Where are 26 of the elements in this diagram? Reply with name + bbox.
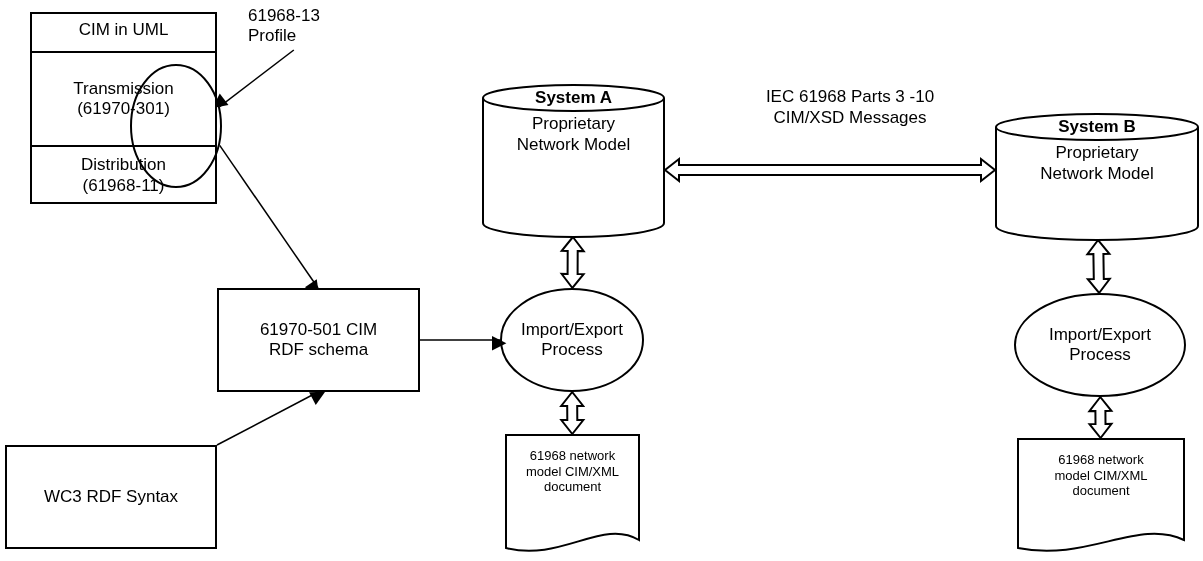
- node-label: CIM in UML: [78, 20, 169, 41]
- node-label: Proprietary Network Model: [515, 114, 632, 156]
- node-label: Import/Export Process: [519, 319, 624, 361]
- process-box: [5, 445, 217, 549]
- double-arrow: [559, 390, 586, 436]
- process-ellipse: [500, 288, 644, 392]
- node-label: 61968 network model CIM/XML document: [1053, 452, 1149, 499]
- database-cylinder: [482, 84, 665, 237]
- system-title: System B: [1058, 117, 1136, 138]
- double-arrow: [1087, 395, 1114, 440]
- node-label: 61970-501 CIM RDF schema: [258, 319, 379, 361]
- system-title: System A: [535, 88, 612, 109]
- process-ellipse: [1014, 293, 1186, 397]
- double-arrow: [559, 235, 586, 290]
- process-box: [217, 288, 420, 392]
- node-label: 61968 network model CIM/XML document: [524, 448, 621, 495]
- node-label: Proprietary Network Model: [1039, 143, 1155, 185]
- double-arrow: [663, 156, 997, 184]
- uml-package-box: [30, 12, 217, 204]
- annotation-text: 61968-13 Profile: [248, 6, 320, 50]
- arrow: [216, 391, 326, 446]
- database-cylinder: [995, 113, 1199, 240]
- arrow: [419, 336, 507, 351]
- node-label: WC3 RDF Syntax: [43, 486, 179, 508]
- double-arrow: [1085, 238, 1112, 295]
- node-label: Import/Export Process: [1047, 324, 1152, 366]
